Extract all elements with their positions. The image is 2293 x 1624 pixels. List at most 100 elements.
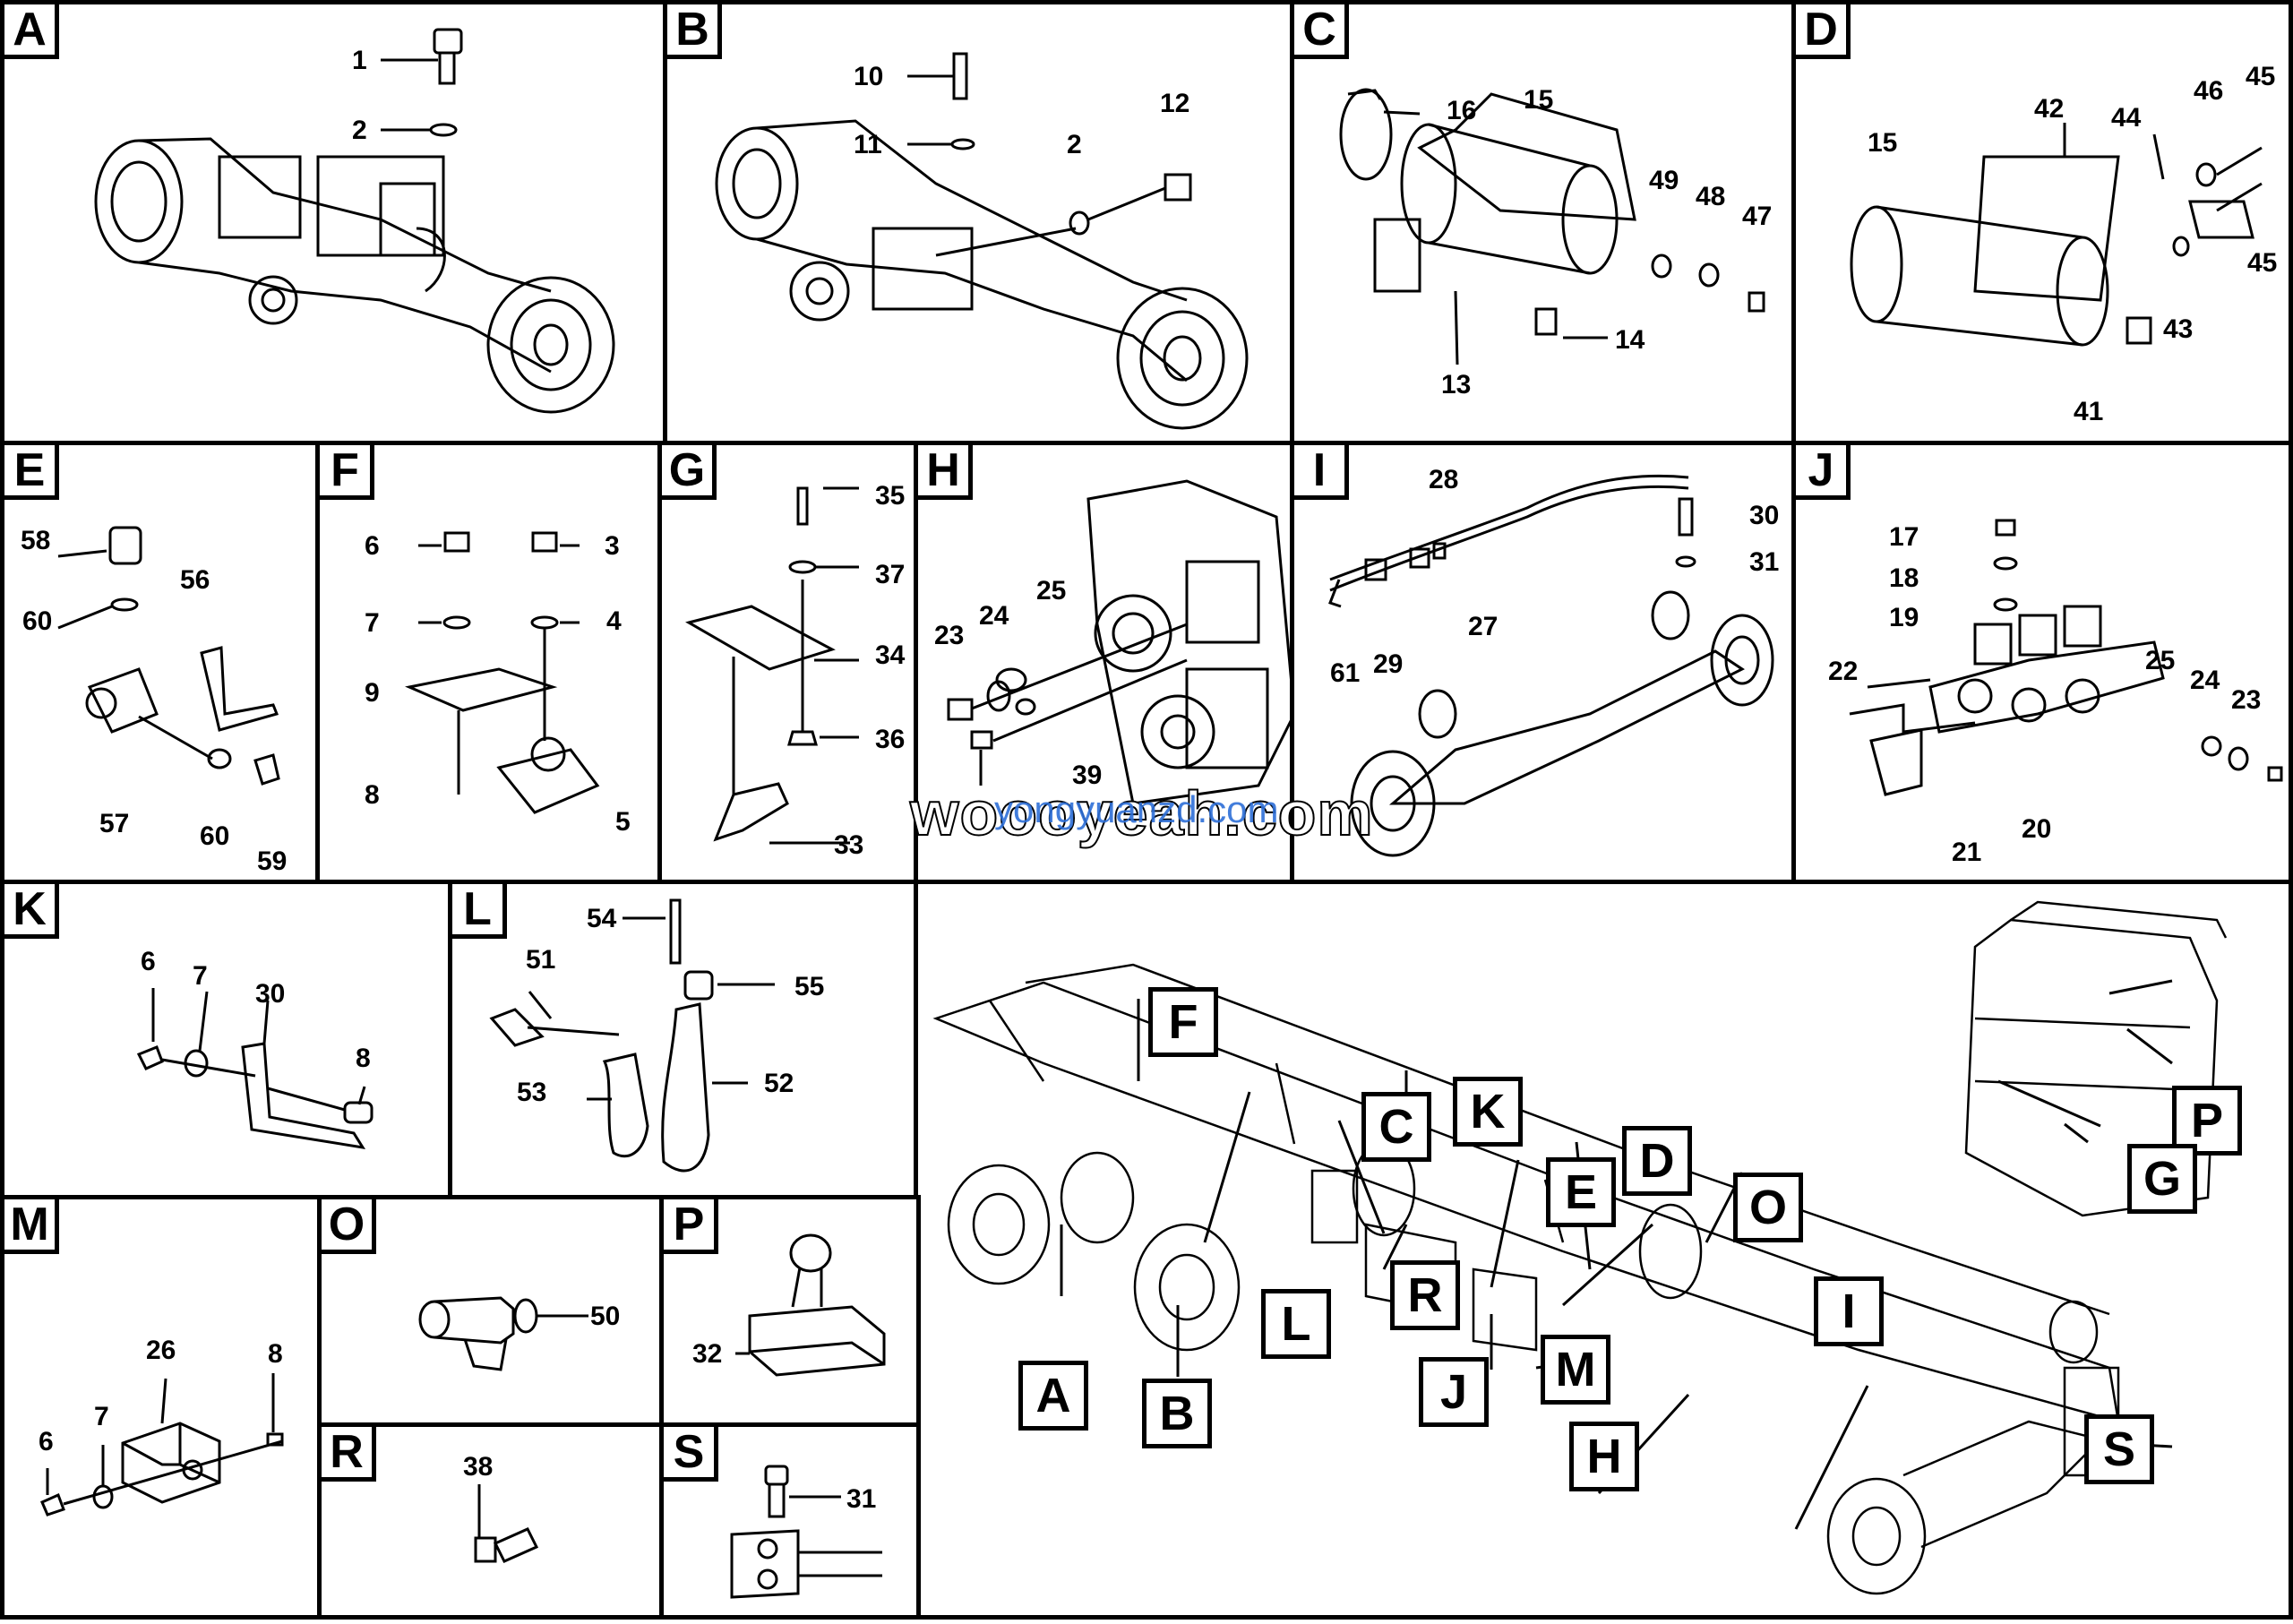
part-label: 61 [1330, 658, 1361, 688]
elbow-r-drawing [474, 1484, 539, 1563]
part-label: 59 [257, 846, 288, 876]
callout-i: I [1814, 1276, 1884, 1346]
panel-s-letter: S [659, 1422, 718, 1482]
part-label: 9 [365, 678, 380, 708]
part-label: 3 [605, 531, 620, 561]
panel-k-letter: K [0, 880, 59, 939]
fitting-s-drawing [730, 1465, 882, 1599]
part-label: 6 [141, 947, 156, 976]
panel-c: C 16 15 49 48 47 14 13 [1290, 0, 1799, 448]
part-label: 16 [1447, 96, 1477, 125]
panel-a-letter: A [0, 0, 59, 59]
callout-a: A [1018, 1361, 1088, 1431]
callout-d: D [1622, 1126, 1692, 1196]
part-label: 37 [875, 560, 906, 589]
panel-l: L 54 55 51 53 52 [448, 880, 921, 1202]
callout-m: M [1541, 1335, 1610, 1405]
part-label: 36 [875, 725, 906, 754]
panel-j: J 17 18 19 22 [1791, 441, 2293, 887]
part-label: 51 [526, 945, 556, 975]
part-label: 25 [2145, 646, 2176, 675]
rear-axle-b-drawing [715, 52, 1249, 430]
panel-j-letter: J [1791, 441, 1851, 500]
front-axle-drawing [1328, 474, 1774, 857]
watermark-secondary: yongyuanzd.com [994, 788, 1279, 830]
part-label: 38 [463, 1452, 494, 1482]
part-label: 6 [39, 1427, 54, 1456]
part-label: 33 [834, 830, 864, 860]
chassis-drawing [932, 883, 2228, 1595]
part-label: 41 [2074, 397, 2104, 426]
part-label: 45 [2246, 62, 2276, 91]
part-label: 43 [2163, 314, 2194, 344]
callout-c: C [1361, 1092, 1431, 1162]
part-label: 45 [2247, 248, 2278, 278]
part-label: 34 [875, 640, 906, 670]
part-label: 8 [365, 780, 380, 810]
part-label: 14 [1615, 325, 1645, 355]
part-label: 22 [1828, 657, 1859, 686]
part-label: 11 [854, 130, 882, 159]
part-label: 24 [979, 601, 1009, 631]
bracket-m-drawing [40, 1373, 284, 1517]
panel-g-letter: G [657, 441, 717, 500]
transmission-drawing [947, 479, 1296, 805]
truck-overview: F C K D E O P G L R J M I H S A B [914, 880, 2293, 1620]
panel-b: B 10 1 [663, 0, 1297, 448]
part-label: 44 [2111, 103, 2142, 133]
part-label: 24 [2190, 666, 2220, 695]
part-label: 18 [1889, 563, 1919, 593]
part-label: 7 [94, 1402, 109, 1431]
callout-j: J [1419, 1357, 1489, 1427]
part-label: 30 [1749, 501, 1780, 530]
part-label: 53 [517, 1078, 547, 1107]
part-label: 8 [356, 1044, 371, 1073]
part-label: 46 [2194, 76, 2224, 106]
callout-o: O [1733, 1173, 1803, 1242]
part-label: 23 [2231, 685, 2262, 715]
panel-r-letter: R [317, 1422, 376, 1482]
part-label: 29 [1373, 649, 1404, 679]
panel-e-letter: E [0, 441, 59, 500]
bracket-k-drawing [136, 988, 374, 1150]
panel-e: E 58 60 56 57 60 59 [0, 441, 322, 887]
panel-p-letter: P [659, 1195, 718, 1254]
panel-p: P 32 [659, 1195, 921, 1430]
callout-e: E [1546, 1157, 1616, 1227]
valve-plate-drawing [405, 531, 600, 814]
panel-m-letter: M [0, 1195, 59, 1254]
shift-lever-drawing [735, 1233, 886, 1377]
part-label: 50 [590, 1302, 621, 1331]
part-label: 20 [2022, 814, 2052, 844]
panel-r: R 38 [317, 1422, 666, 1620]
part-label: 5 [615, 807, 631, 837]
callout-h: H [1569, 1422, 1639, 1491]
part-label: 60 [200, 821, 230, 851]
lever-plate-drawing [685, 486, 859, 845]
part-label: 12 [1160, 89, 1190, 118]
part-label: 21 [1952, 838, 1982, 867]
panel-b-letter: B [663, 0, 722, 59]
part-label: 32 [692, 1339, 723, 1369]
part-label: 55 [794, 972, 825, 1001]
panel-o-letter: O [317, 1195, 376, 1254]
part-label: 42 [2034, 94, 2065, 124]
part-label: 54 [587, 904, 617, 933]
part-label: 10 [854, 62, 884, 91]
panel-f-letter: F [315, 441, 374, 500]
part-label: 57 [99, 809, 130, 838]
part-label: 13 [1441, 370, 1472, 400]
part-label: 7 [365, 608, 380, 638]
part-label: 58 [21, 526, 51, 555]
air-tank-drawing [1339, 88, 1765, 365]
part-label: 27 [1468, 612, 1499, 641]
callout-r: R [1390, 1260, 1460, 1330]
part-label: 7 [193, 961, 208, 991]
part-label: 8 [268, 1339, 283, 1369]
callout-f: F [1148, 987, 1218, 1057]
valve-block-drawing [1849, 519, 2283, 796]
part-label: 15 [1524, 85, 1554, 115]
panel-d-letter: D [1791, 0, 1851, 59]
panel-d: D 15 42 44 46 45 45 43 41 [1791, 0, 2293, 448]
